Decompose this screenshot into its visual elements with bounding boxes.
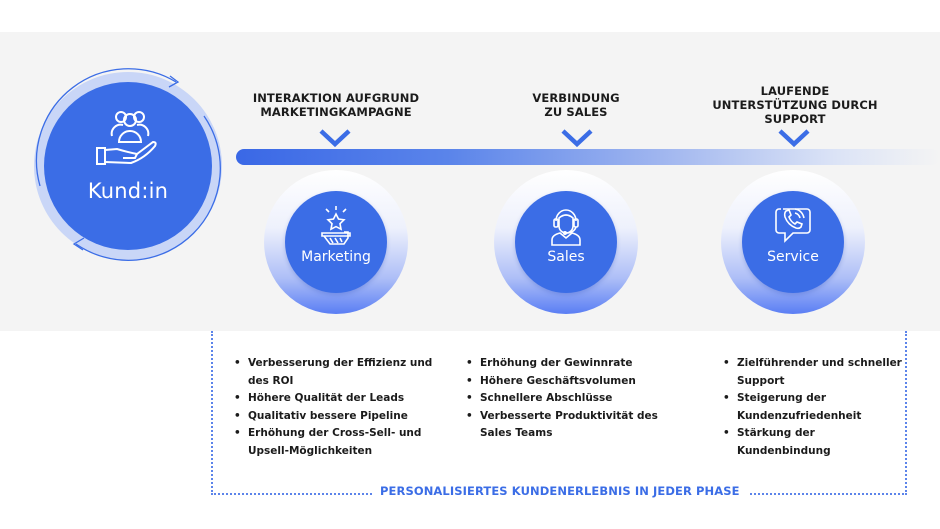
- phase-label: Service: [767, 249, 819, 265]
- star-on-tray-icon: [321, 206, 351, 245]
- timeline-bar: [236, 149, 940, 165]
- benefit-item: Stärkung der Kundenbindung: [723, 425, 903, 460]
- phase-sales-circle: Sales: [515, 191, 617, 293]
- chevron-down-icon: [561, 129, 593, 148]
- phase-sales: Sales: [494, 170, 638, 314]
- phase-service-circle: Service: [742, 191, 844, 293]
- phase-marketing: Marketing: [264, 170, 408, 314]
- headset-agent-icon: [551, 209, 581, 246]
- chevron-down-icon: [319, 129, 351, 148]
- hand-holding-people-icon: [96, 111, 157, 165]
- benefit-item: Erhöhung der Gewinnrate: [466, 355, 686, 373]
- stage-title-line: INTERAKTION AUFGRUND: [252, 91, 420, 105]
- stage-title-line: ZU SALES: [544, 105, 608, 119]
- benefit-item: Qualitativ bessere Pipeline: [234, 408, 434, 426]
- benefits-sales: Erhöhung der Gewinnrate Höhere Geschäfts…: [466, 355, 686, 443]
- customer-label: Kund:in: [87, 179, 169, 203]
- benefits-marketing: Verbesserung der Effizienz und des ROI H…: [234, 355, 434, 460]
- phase-label: Marketing: [301, 249, 371, 265]
- stage-title-line: SUPPORT: [764, 112, 826, 126]
- stage-title-line: MARKETINGKAMPAGNE: [260, 105, 412, 119]
- stage-title-marketing: INTERAKTION AUFGRUND MARKETINGKAMPAGNE: [236, 91, 436, 119]
- benefit-item: Höhere Qualität der Leads: [234, 390, 434, 408]
- stage-title-line: UNTERSTÜTZUNG DURCH: [712, 98, 878, 112]
- benefit-item: Erhöhung der Cross-Sell- und Upsell-Mögl…: [234, 425, 434, 460]
- chevron-down-icon: [778, 129, 810, 148]
- stage-title-service: LAUFENDE UNTERSTÜTZUNG DURCH SUPPORT: [700, 84, 890, 126]
- phase-label: Sales: [547, 249, 585, 265]
- phase-service: Service: [721, 170, 865, 314]
- benefit-item: Verbesserte Produktivität des Sales Team…: [466, 408, 686, 443]
- benefits-service: Zielführender und schneller Support Stei…: [723, 355, 903, 460]
- stage-title-line: LAUFENDE: [760, 84, 830, 98]
- benefit-item: Zielführender und schneller Support: [723, 355, 903, 390]
- cycle-arrows-icon: [35, 68, 221, 261]
- benefit-item: Verbesserung der Effizienz und des ROI: [234, 355, 434, 390]
- customer-node: Kund:in: [28, 66, 228, 266]
- stage-title-sales: VERBINDUNG ZU SALES: [496, 91, 656, 119]
- phone-chat-bubble-icon: [775, 208, 811, 243]
- benefit-item: Höhere Geschäftsvolumen: [466, 373, 686, 391]
- benefit-item: Steigerung der Kundenzufriedenheit: [723, 390, 903, 425]
- phase-marketing-circle: Marketing: [285, 191, 387, 293]
- footer-label: PERSONALISIERTES KUNDENERLEBNIS IN JEDER…: [372, 484, 748, 498]
- stage-title-line: VERBINDUNG: [532, 91, 620, 105]
- customer-circle: [44, 82, 212, 250]
- benefit-item: Schnellere Abschlüsse: [466, 390, 686, 408]
